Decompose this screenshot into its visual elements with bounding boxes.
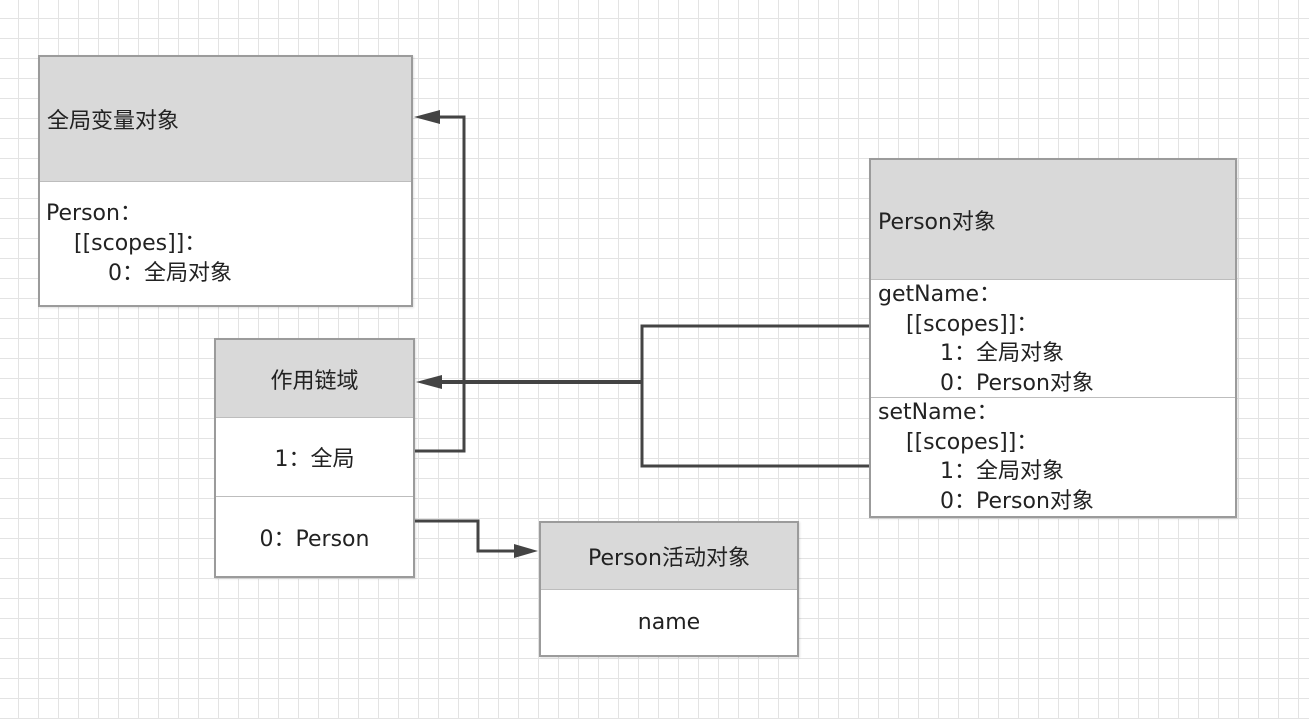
person-activation-object-header: Person活动对象 bbox=[541, 523, 797, 590]
setname-scope-0: 0：Person对象 bbox=[940, 488, 1094, 514]
connector-bracket-line bbox=[640, 324, 869, 468]
scope-chain-row-1: 1：全局 bbox=[216, 418, 413, 497]
scope-chain-title: 作用链域 bbox=[270, 368, 359, 394]
setname-section: setName： [[scopes]]： 1：全局对象 0：Person对象 bbox=[871, 398, 1235, 516]
global-variable-object-body: Person： [[scopes]]： 0：全局对象 bbox=[40, 182, 411, 305]
person-object-header: Person对象 bbox=[871, 160, 1235, 280]
setname-method-name: setName： bbox=[878, 400, 999, 425]
scope-chain-row-0: 0：Person bbox=[216, 497, 413, 576]
getname-section: getName： [[scopes]]： 1：全局对象 0：Person对象 bbox=[871, 280, 1235, 398]
person-activation-object-field-row: name bbox=[541, 590, 797, 655]
person-object-title: Person对象 bbox=[878, 209, 996, 235]
connector-scope-1-to-global-object bbox=[414, 110, 466, 453]
getname-scope-0: 0：Person对象 bbox=[940, 370, 1094, 396]
arrowhead-right bbox=[514, 544, 538, 558]
scope-chain-header: 作用链域 bbox=[216, 340, 413, 418]
connector-scope-0-to-activation-object bbox=[415, 519, 538, 558]
getname-scopes-label: [[scopes]]： bbox=[906, 311, 1039, 337]
arrowhead-left bbox=[416, 375, 442, 389]
scope-chain-row-0-label: 0：Person bbox=[259, 526, 370, 552]
connector-line bbox=[415, 519, 516, 553]
global-person-scopes-label: [[scopes]]： bbox=[74, 231, 207, 256]
person-activation-object-field-name: name bbox=[637, 610, 701, 635]
global-variable-object-header: 全局变量对象 bbox=[40, 57, 411, 182]
setname-scopes-label: [[scopes]]： bbox=[906, 429, 1039, 455]
global-person-entry: Person： bbox=[46, 201, 142, 226]
person-object-box: Person对象 getName： [[scopes]]： 1：全局对象 0：P… bbox=[869, 158, 1237, 518]
getname-scope-1: 1：全局对象 bbox=[940, 341, 1064, 367]
person-activation-object-title: Person活动对象 bbox=[588, 546, 750, 571]
connector-person-methods-to-scope-chain bbox=[416, 324, 869, 468]
global-variable-object-box: 全局变量对象 Person： [[scopes]]： 0：全局对象 bbox=[38, 55, 413, 307]
scope-chain-box: 作用链域 1：全局 0：Person bbox=[214, 338, 415, 578]
connector-line bbox=[415, 115, 466, 453]
person-activation-object-box: Person活动对象 name bbox=[539, 521, 799, 657]
global-variable-object-title: 全局变量对象 bbox=[47, 109, 180, 134]
global-person-scope-0: 0：全局对象 bbox=[108, 261, 232, 286]
setname-scope-1: 1：全局对象 bbox=[940, 459, 1064, 485]
arrowhead-left bbox=[414, 110, 440, 124]
scope-chain-row-1-label: 1：全局 bbox=[274, 447, 355, 472]
getname-method-name: getName： bbox=[878, 282, 1002, 307]
